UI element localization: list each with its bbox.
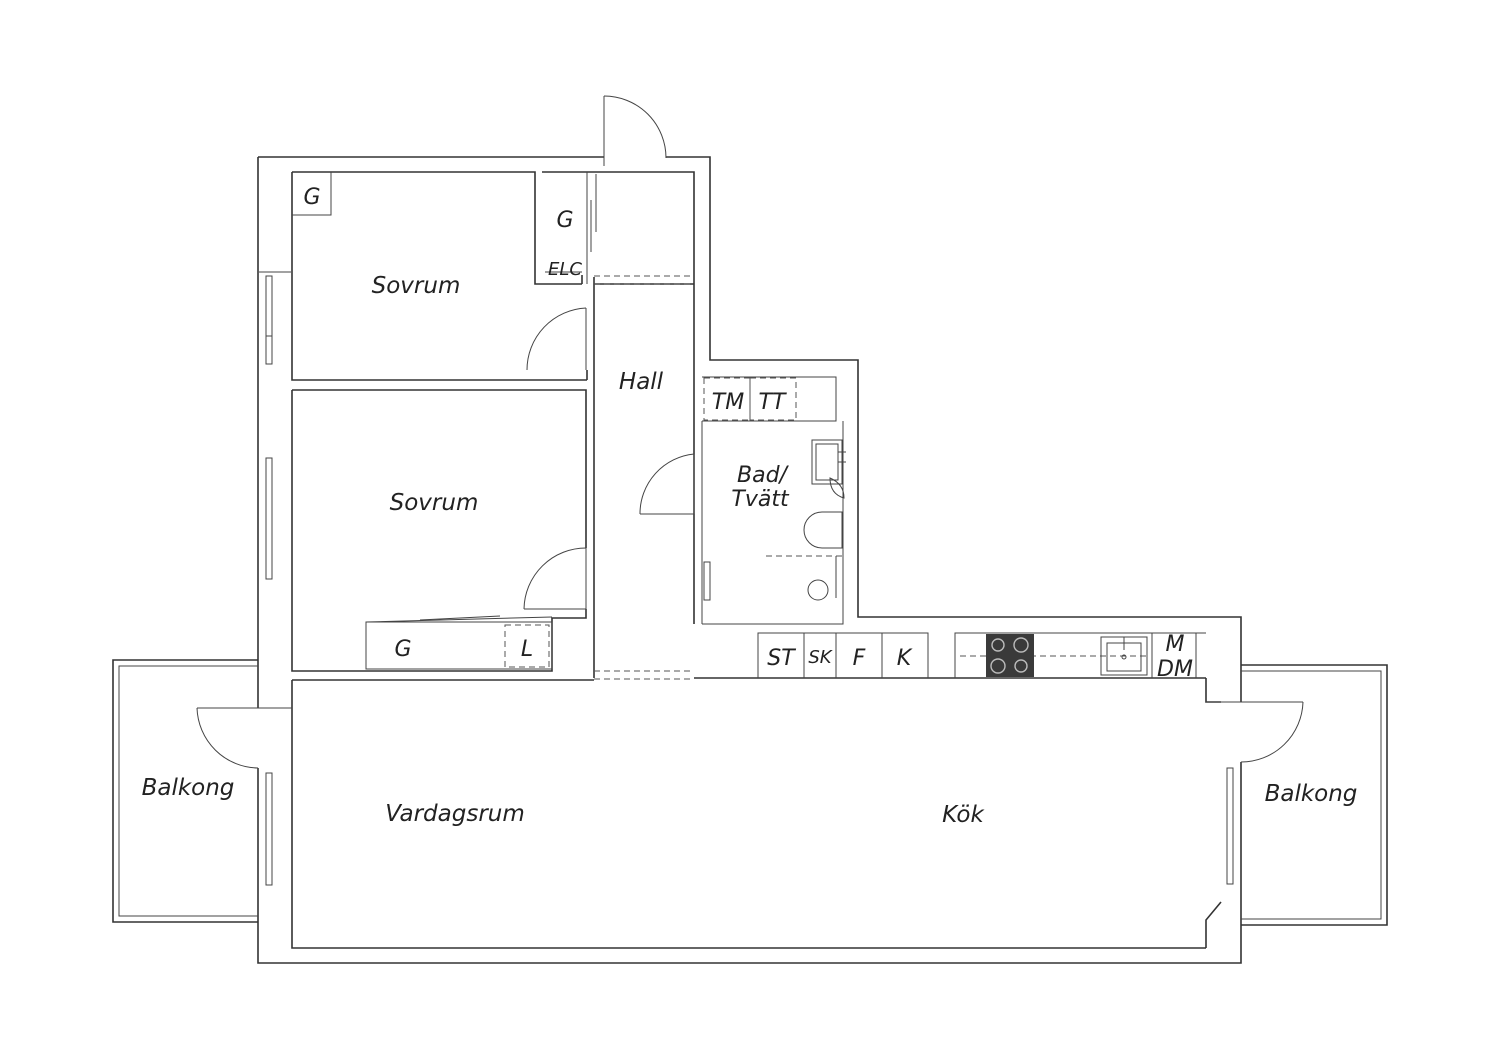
label-dm: DM — [1157, 657, 1193, 682]
label-m: M — [1166, 632, 1185, 657]
label-tt: TT — [759, 390, 787, 415]
label-st: ST — [767, 646, 796, 671]
laundry-machines — [701, 376, 844, 625]
balcony-right — [1241, 664, 1388, 926]
room-label-sovrum-mid: Sovrum — [390, 490, 479, 516]
label-linen: L — [521, 637, 533, 662]
label-wardrobe-top: G — [303, 185, 320, 210]
room-label-vardagsrum: Vardagsrum — [385, 801, 525, 827]
label-sk: SK — [808, 647, 832, 668]
wardrobe-top — [292, 172, 332, 216]
room-label-bad: Bad/ — [737, 463, 790, 488]
room-label-balkong-left: Balkong — [142, 775, 235, 801]
room-label-kok: Kök — [942, 802, 985, 828]
kitchen-counter-left — [757, 632, 929, 678]
label-k: K — [897, 646, 913, 671]
entry-closet — [545, 172, 597, 284]
label-wardrobe-entry: G — [556, 208, 573, 233]
room-label-balkong-right: Balkong — [1265, 781, 1358, 807]
room-label-sovrum-top: Sovrum — [372, 273, 461, 299]
label-wardrobe-bottom: G — [394, 637, 411, 662]
windows — [259, 271, 1240, 888]
bathroom-fixtures — [703, 439, 846, 601]
room-label-tvatt: Tvätt — [731, 487, 790, 512]
label-f: F — [853, 646, 866, 671]
label-elc: ELC — [548, 259, 582, 280]
sink-icon — [1100, 636, 1148, 676]
room-label-hall: Hall — [619, 369, 664, 395]
balcony-left — [112, 659, 258, 923]
stove-icon — [986, 634, 1034, 677]
wardrobe-bottom — [365, 615, 553, 670]
label-tm: TM — [712, 390, 744, 415]
doors — [196, 95, 1304, 769]
